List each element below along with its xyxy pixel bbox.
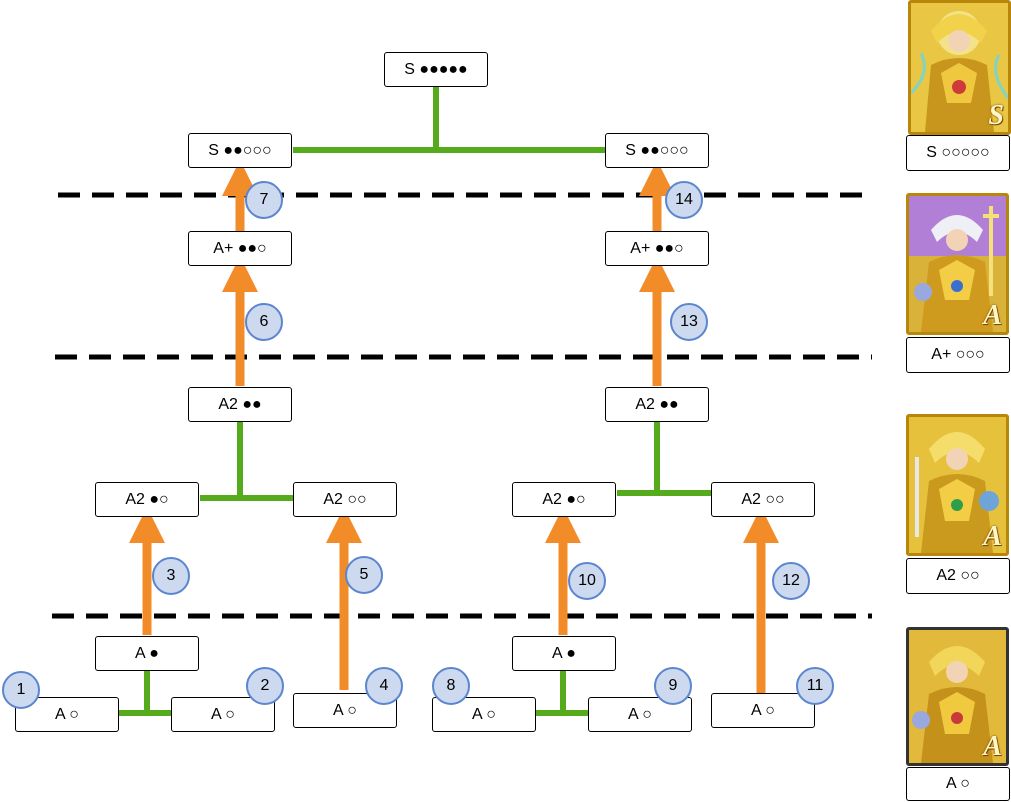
card-rank-letter-a2: A xyxy=(983,521,1002,552)
node-s-right: S ●●○○○ xyxy=(605,133,709,168)
step-badge-8: 8 xyxy=(432,667,470,705)
node-a2-full-right: A2 ●● xyxy=(605,387,709,422)
card-rank-letter-a: A xyxy=(983,731,1002,762)
step-badge-4: 4 xyxy=(365,667,403,705)
gold-saint-card-a2: A xyxy=(906,414,1009,556)
node-a2-2: A2 ○○ xyxy=(293,482,397,517)
step-badge-10: 10 xyxy=(568,562,606,600)
step-badge-7: 7 xyxy=(245,181,283,219)
node-a2-3: A2 ●○ xyxy=(512,482,616,517)
merge-line-left-a2 xyxy=(200,422,293,501)
card-label-aplus: A+ ○○○ xyxy=(906,337,1010,373)
step-badge-12: 12 xyxy=(772,562,810,600)
node-a2-1: A2 ●○ xyxy=(95,482,199,517)
step-badge-2: 2 xyxy=(246,667,284,705)
card-label-s: S ○○○○○ xyxy=(906,135,1010,171)
card-rank-letter-s: S xyxy=(988,100,1004,131)
gold-saint-card-s: S xyxy=(908,0,1011,135)
step-badge-11: 11 xyxy=(796,667,834,705)
card-rank-letter-aplus: A xyxy=(983,300,1002,331)
gold-saint-card-aplus-art xyxy=(909,196,1006,332)
step-badge-13: 13 xyxy=(670,303,708,341)
gold-saint-card-s-art xyxy=(911,3,1008,132)
card-label-a2: A2 ○○ xyxy=(906,558,1010,594)
node-a2-4: A2 ○○ xyxy=(711,482,815,517)
step-badge-1: 1 xyxy=(2,671,40,709)
step-badge-9: 9 xyxy=(654,667,692,705)
step-badge-5: 5 xyxy=(345,556,383,594)
node-a-6: A ○ xyxy=(711,693,815,728)
gold-saint-card-a-art xyxy=(909,630,1006,763)
node-s-left: S ●●○○○ xyxy=(188,133,292,168)
merge-line-left-a xyxy=(119,670,172,716)
merge-line-right-a2 xyxy=(617,422,711,496)
card-label-a: A ○ xyxy=(906,767,1010,801)
gold-saint-card-a2-art xyxy=(909,417,1006,553)
gold-saint-card-aplus: A xyxy=(906,193,1009,335)
step-badge-3: 3 xyxy=(152,557,190,595)
node-a2-full-left: A2 ●● xyxy=(188,387,292,422)
node-a-dot-2: A ● xyxy=(512,636,616,671)
node-a-dot-1: A ● xyxy=(95,636,199,671)
step-badge-6: 6 xyxy=(245,303,283,341)
merge-line-top xyxy=(293,87,605,153)
node-aplus-left: A+ ●●○ xyxy=(188,231,292,266)
step-badge-14: 14 xyxy=(665,181,703,219)
gold-saint-card-a: A xyxy=(906,627,1009,766)
node-aplus-right: A+ ●●○ xyxy=(605,231,709,266)
merge-line-right-a xyxy=(536,670,589,716)
node-s-full: S ●●●●● xyxy=(384,52,488,87)
